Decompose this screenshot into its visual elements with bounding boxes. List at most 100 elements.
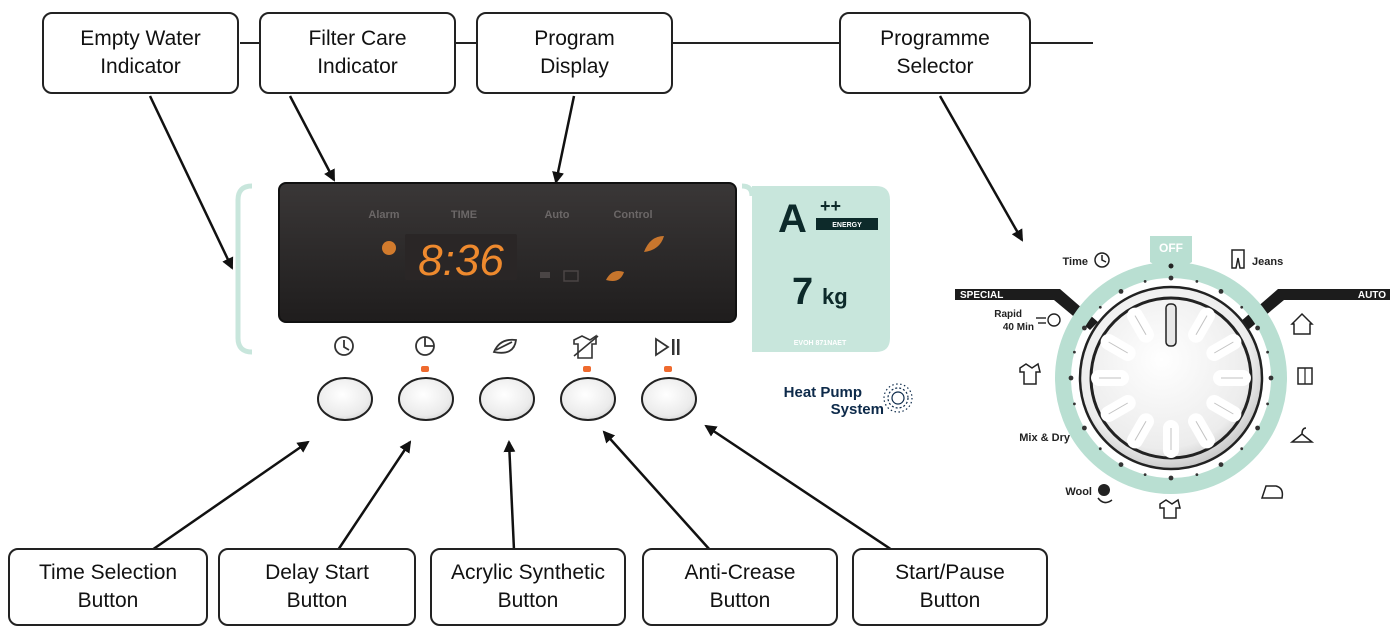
delay-timer-icon	[415, 336, 435, 356]
dial-dot	[1098, 447, 1102, 451]
dial-mix-dry-label: Mix & Dry	[1019, 432, 1071, 444]
dial-ridge-edge	[1195, 315, 1208, 335]
dial-dot	[1068, 375, 1074, 381]
dial-cupboard-icon	[1297, 367, 1313, 385]
arrow-start-pause	[704, 424, 893, 552]
panel-bracket-right	[741, 183, 755, 197]
delay-start-button[interactable]	[398, 377, 454, 421]
dial-dot	[1081, 325, 1087, 331]
dial-ridge-edge	[1195, 421, 1208, 441]
anti-crease-button[interactable]	[560, 377, 616, 421]
dial-ridge-edge	[1134, 315, 1147, 335]
callout-time-selection: Time Selection Button	[8, 548, 208, 626]
delay-start-led	[421, 366, 429, 372]
dial-jeans-icon	[1231, 249, 1245, 269]
dial-dot	[1073, 402, 1076, 406]
dial-time-label: Time	[1063, 256, 1088, 268]
dial-ridge-edge	[1108, 341, 1128, 354]
callout-empty-water: Empty Water Indicator	[42, 12, 239, 94]
control-panel: Alarm TIME Auto Control 8:36 A ++ ENERGY…	[235, 182, 913, 421]
dial-ridge-edge	[1214, 341, 1234, 354]
heat-pump-swirl-icon	[883, 383, 913, 413]
arrow-program-display	[552, 95, 576, 184]
clock-icon	[334, 336, 354, 356]
dial-anti-crease-icon	[1159, 498, 1181, 519]
arrow-empty-water	[148, 95, 234, 270]
dial-ridge-edge	[1134, 421, 1147, 441]
dial-ridge-edge	[1214, 402, 1234, 415]
dial-rapid-label-line1: Rapid	[994, 309, 1022, 320]
dial-dot	[1240, 447, 1244, 451]
acrylic-synthetic-button[interactable]	[479, 377, 535, 421]
arrow-filter-care	[288, 95, 336, 182]
dial-off-tab	[1150, 236, 1192, 269]
play-pause-icon	[655, 337, 680, 357]
time-selection-button[interactable]	[317, 377, 373, 421]
dial-home-icon	[1290, 312, 1314, 335]
dial-off-label: OFF	[1159, 241, 1183, 255]
dial-wool-label: Wool	[1065, 486, 1092, 498]
time-readout: 8:36	[418, 236, 504, 285]
energy-word-bar	[816, 218, 878, 230]
leaf-icon	[492, 338, 518, 354]
dial-dot	[1143, 280, 1147, 283]
callout-filter-care: Filter Care Indicator	[259, 12, 456, 94]
auto-label: AUTO	[1358, 290, 1386, 301]
dial-dot	[1218, 288, 1224, 294]
dial-dot	[1255, 425, 1261, 431]
dial-dot	[1081, 425, 1087, 431]
dial-ridges	[1091, 307, 1251, 458]
energy-word: ENERGY	[832, 222, 862, 229]
time-readout-window	[405, 234, 517, 280]
display-label-time: TIME	[451, 209, 477, 221]
dial-ridge-edge	[1108, 402, 1128, 415]
dial-dot	[1218, 462, 1224, 468]
dial-jeans-label: Jeans	[1252, 256, 1283, 268]
dial-dot	[1266, 350, 1269, 354]
dial-shirt-icon	[1019, 362, 1041, 385]
auto-led-icon	[540, 272, 550, 278]
dial-dot	[1195, 280, 1199, 283]
dial-dot	[1168, 475, 1174, 481]
callout-start-pause: Start/Pause Button	[852, 548, 1048, 626]
dial-dot	[1073, 350, 1076, 354]
dial-wool-yarn-icon	[1097, 484, 1113, 504]
programme-dial: SPECIAL AUTO OFF Time Jeans Rapid 40 Min…	[955, 236, 1390, 519]
energy-class-letter: A	[778, 197, 807, 241]
heat-pump-line2: System	[831, 401, 884, 418]
dial-dot	[1098, 305, 1102, 309]
auto-bar	[1240, 289, 1390, 330]
callout-acrylic-synthetic: Acrylic Synthetic Button	[430, 548, 626, 626]
display-label-auto: Auto	[544, 209, 569, 221]
arrow-programme-selector	[938, 95, 1024, 242]
dial-outer-ring	[1055, 262, 1287, 494]
callout-programme-selector: Programme Selector	[839, 12, 1031, 94]
arrow-delay-start	[336, 440, 412, 551]
model-number: EVOH 871NAET	[794, 340, 847, 347]
empty-water-led-icon	[382, 241, 396, 255]
display-label-control: Control	[613, 209, 652, 221]
anti-crease-led	[583, 366, 591, 372]
arrow-acrylic-synthetic	[503, 440, 516, 551]
dial-knob[interactable]	[1078, 285, 1264, 471]
dial-dot	[1266, 402, 1269, 406]
auto-indicator-icon	[563, 270, 579, 282]
dial-dot	[1118, 288, 1124, 294]
start-pause-button[interactable]	[641, 377, 697, 421]
capacity-number: 7	[792, 271, 813, 313]
dial-dot	[1195, 473, 1199, 476]
dial-time-clock-icon	[1094, 252, 1110, 268]
energy-class-plus: ++	[820, 196, 841, 216]
special-bar	[955, 289, 1098, 330]
dial-position-dots	[1068, 275, 1274, 481]
panel-bracket-left	[235, 183, 253, 355]
dial-rapid-label-line2: 40 Min	[1003, 322, 1034, 333]
capacity-unit: kg	[822, 284, 848, 309]
callout-program-display: Program Display	[476, 12, 673, 94]
dial-dot	[1240, 305, 1244, 309]
arrow-time-selection	[151, 440, 310, 552]
dial-iron-icon	[1260, 485, 1284, 499]
special-label: SPECIAL	[960, 290, 1003, 301]
